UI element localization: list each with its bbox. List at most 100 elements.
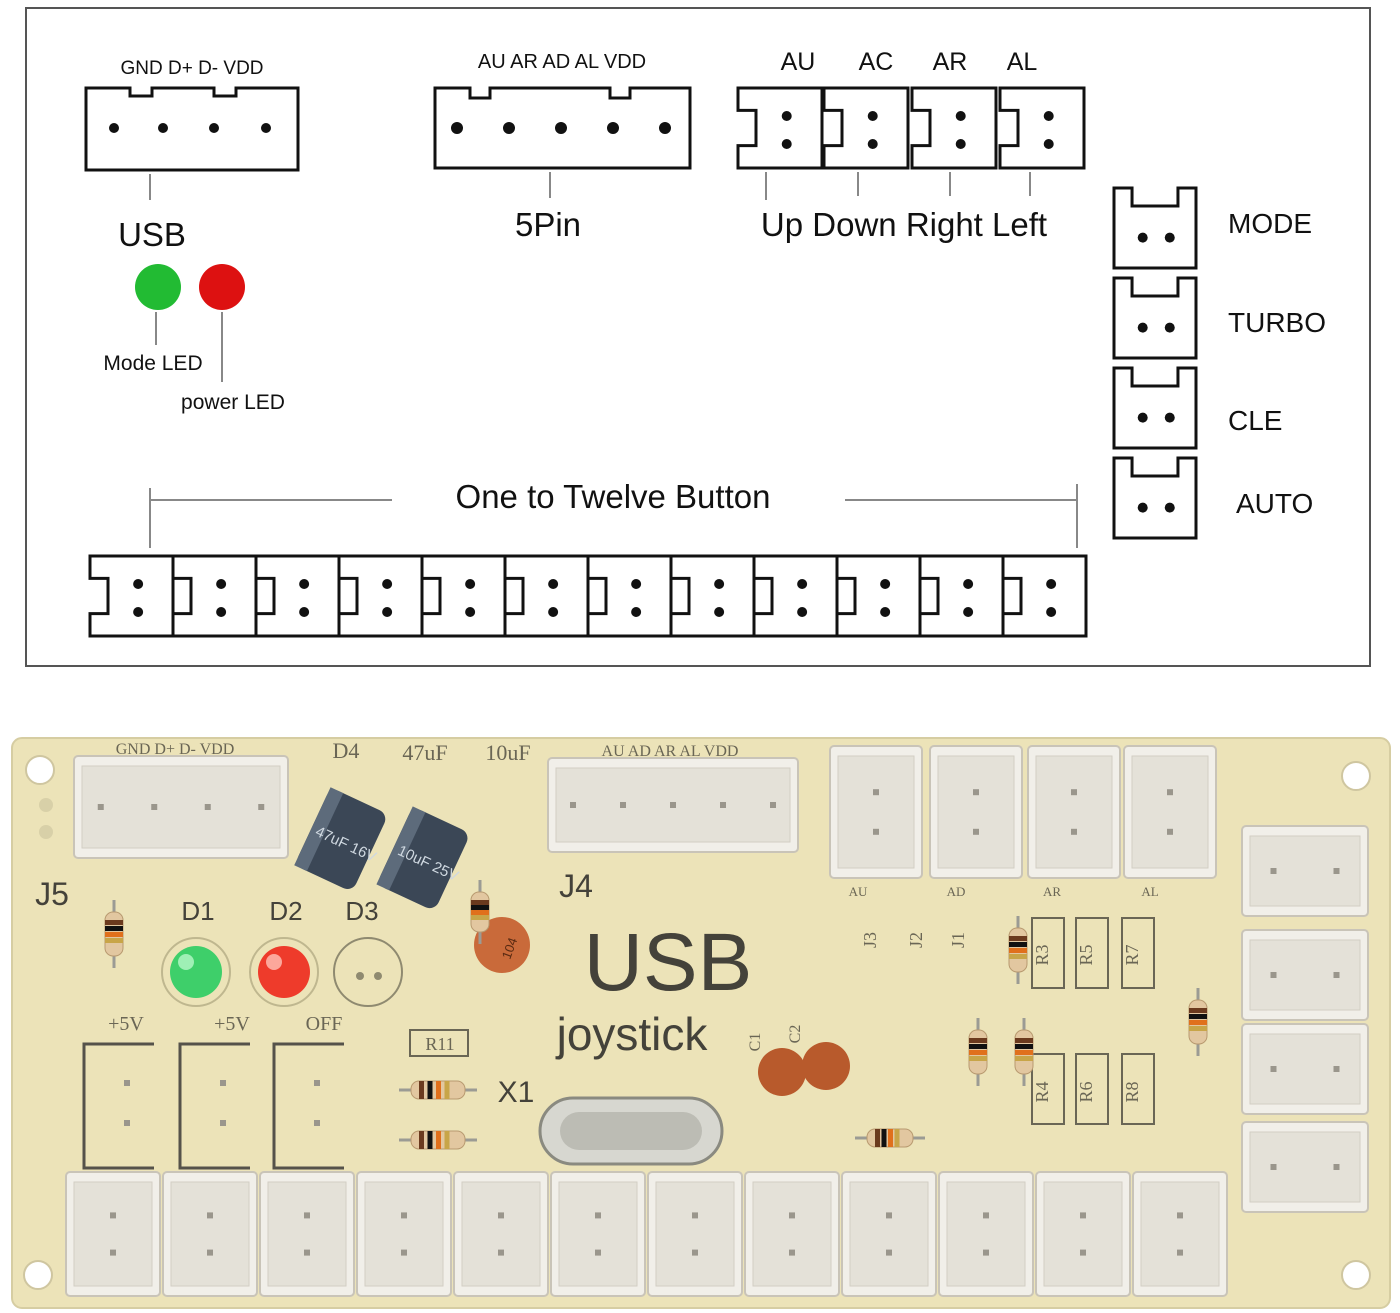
resistor-label-bottom-3: R8 [1122, 1081, 1142, 1102]
pcb-usb-connector [73, 755, 289, 859]
buttons-label: One to Twelve Button [456, 478, 771, 515]
pcb-dir-connector-3 [1027, 745, 1121, 879]
power-led-icon [199, 264, 245, 310]
usb-connector: GND D+ D- VDD USB [84, 58, 300, 253]
button-connector-9 [752, 554, 839, 638]
d3-label: D3 [345, 896, 378, 926]
pcb-button-connector-6 [550, 1171, 646, 1297]
button-connectors: One to Twelve Button [88, 478, 1088, 638]
pcb-function-connector-1 [1241, 825, 1369, 917]
dir-connector-1 [736, 86, 824, 170]
pcb-usb-pin-labels: GND D+ D- VDD [116, 741, 235, 758]
pcb-green-led [170, 946, 222, 998]
crystal-x1 [538, 1096, 724, 1166]
pcb-dir-connector-1 [829, 745, 923, 879]
button-connector-5 [420, 554, 507, 638]
pcb-function-connector-2 [1241, 929, 1369, 1021]
cle-label: CLE [1228, 405, 1282, 436]
pcb-button-connector-8 [744, 1171, 840, 1297]
j4-label: J4 [559, 868, 593, 904]
crystal-label: X1 [498, 1076, 535, 1109]
button-connector-4 [337, 554, 424, 638]
wiring-diagram: GND D+ D- VDD USB AU AR AD AL VDD 5Pin A… [25, 7, 1371, 667]
pcb-function-connector-3 [1241, 1023, 1369, 1115]
pcb-dir-connector-4 [1123, 745, 1217, 879]
pcb-dir-au: AU [849, 884, 868, 899]
j2-label: J2 [906, 932, 926, 948]
five-pin-labels: AU AR AD AL VDD [478, 51, 646, 73]
pcb-button-connector-5 [453, 1171, 549, 1297]
ceramic-label: 104 [499, 936, 521, 962]
d2-label: D2 [269, 896, 302, 926]
direction-connectors: AU AC AR AL Up Down Right Left [736, 48, 1086, 243]
pcb-five-pin-connector [547, 757, 799, 853]
power-jumper-2 [178, 1042, 250, 1170]
dir-pin-ac: AC [859, 48, 894, 76]
cap2-body: 10uF 25V [395, 842, 461, 885]
resistor-label-bottom-1: R4 [1032, 1081, 1052, 1102]
power-jumper-1 [82, 1042, 154, 1170]
button-connector-8 [669, 554, 756, 638]
resistor-x1-lower [399, 1130, 477, 1150]
d1-label: D1 [181, 896, 214, 926]
dir-connector-4 [998, 86, 1086, 170]
dir-connector-2 [822, 86, 910, 170]
ceramic-cap-104 [474, 917, 530, 973]
pcb-button-connector-1 [65, 1171, 161, 1297]
function-connector-turbo [1112, 276, 1198, 360]
dir-pin-au: AU [781, 48, 816, 76]
pcb-dir-connector-2 [929, 745, 1023, 879]
r11-label: R11 [425, 1034, 454, 1054]
pcb-board [11, 737, 1391, 1309]
pcb-button-connector-7 [647, 1171, 743, 1297]
led-indicators: Mode LED power LED [103, 264, 285, 414]
c2-label: C2 [787, 1025, 804, 1044]
resistor-dir-3 [968, 1018, 988, 1086]
dir-label: Up Down Right Left [761, 206, 1047, 243]
c1-label: C1 [747, 1033, 764, 1052]
board-subtitle: joystick [555, 1008, 709, 1060]
button-connector-12 [1001, 554, 1088, 638]
pcb-button-connector-12 [1132, 1171, 1228, 1297]
pcb-button-connector-3 [259, 1171, 355, 1297]
pcb-red-led [258, 946, 310, 998]
resistor-j5 [104, 900, 124, 968]
d3-outline [333, 937, 403, 1007]
pcb-five-pin-labels: AU AD AR AL VDD [602, 743, 739, 760]
function-connector-auto [1112, 456, 1198, 540]
resistor-dir-2 [1014, 1018, 1034, 1086]
dir-pin-al: AL [1007, 48, 1038, 76]
cap1-label: 47uF [402, 740, 447, 765]
function-connector-cle [1112, 366, 1198, 450]
power-label-2: +5V [214, 1013, 250, 1035]
button-connector-7 [586, 554, 673, 638]
power-jumper-3 [272, 1042, 344, 1170]
turbo-label: TURBO [1228, 307, 1326, 338]
j5-label: J5 [35, 876, 69, 912]
resistor-crystal-right [855, 1128, 925, 1148]
board-title: USB [584, 917, 753, 1008]
pcb-button-connector-9 [841, 1171, 937, 1297]
capacitor-47uf: 47uF 16V [294, 787, 386, 889]
pcb-function-connector-4 [1241, 1121, 1369, 1213]
mode-label: MODE [1228, 208, 1312, 239]
resistor-center [470, 880, 490, 944]
button-connector-1 [88, 554, 175, 638]
power-led-label: power LED [181, 391, 285, 414]
function-connectors: MODE TURBO CLE AUTO [1112, 186, 1326, 540]
mode-led-icon [135, 264, 181, 310]
pcb-dir-ar: AR [1043, 884, 1061, 899]
usb-label: USB [118, 216, 186, 253]
resistor-x1-upper [399, 1080, 477, 1100]
j1-label: J1 [948, 932, 968, 948]
button-connector-6 [503, 554, 590, 638]
pcb-button-connector-2 [162, 1171, 258, 1297]
dir-pin-ar: AR [933, 48, 968, 76]
pcb-dir-ad: AD [947, 884, 966, 899]
button-connector-11 [918, 554, 1005, 638]
resistor-dir-1 [1008, 916, 1028, 984]
button-connector-10 [835, 554, 922, 638]
auto-label: AUTO [1236, 488, 1313, 519]
cap1-body: 47uF 16V [313, 823, 379, 866]
resistor-label-top-3: R7 [1122, 944, 1142, 965]
